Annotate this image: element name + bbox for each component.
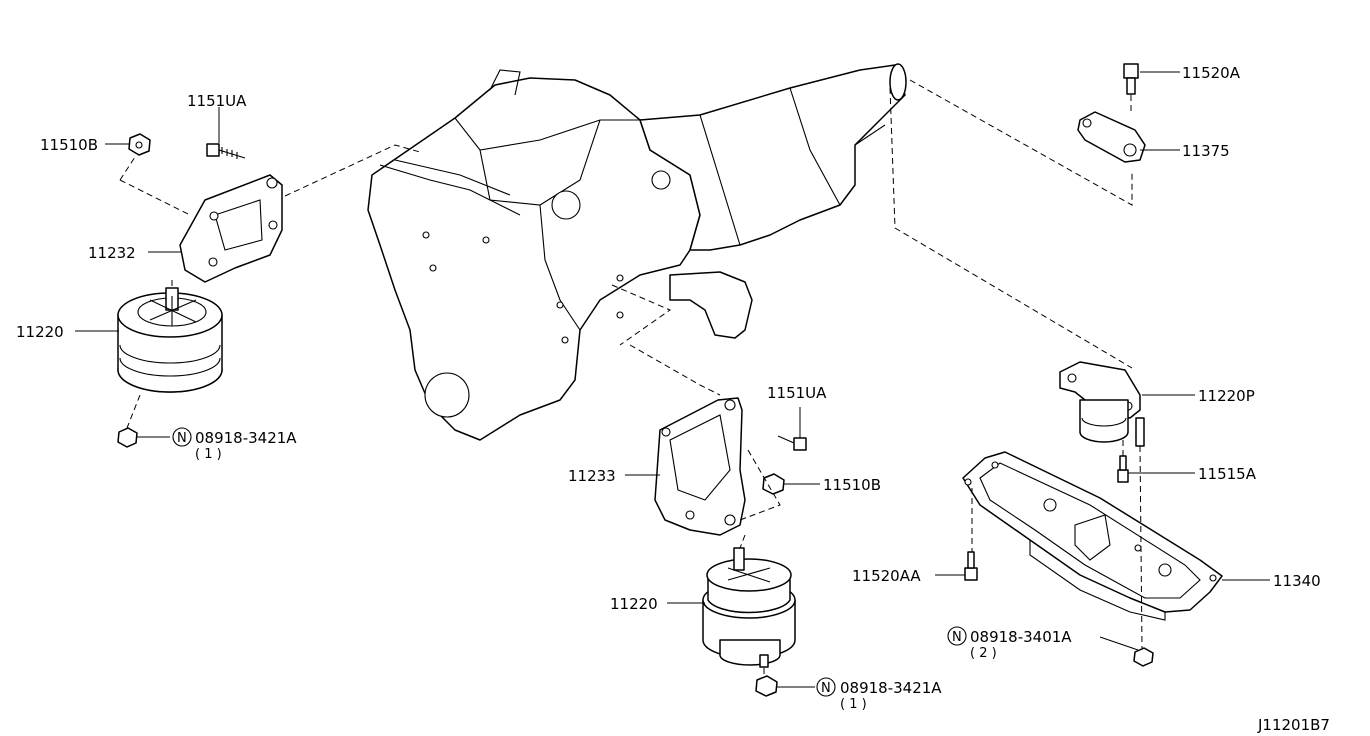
nut-icon [1133, 647, 1154, 667]
engine-mount-insulator-11220p [1059, 361, 1145, 447]
bolt-icon [964, 551, 978, 581]
callout-08918-3421a-left: 08918-3421A [195, 429, 297, 447]
qty-center-nut: ( 1 ) [840, 697, 867, 712]
callout-11233: 11233 [568, 467, 616, 485]
nut-icon [762, 473, 785, 495]
callout-11220-left: 11220 [16, 323, 64, 341]
callout-11220-center: 11220 [610, 595, 658, 613]
callout-11510b-left: 11510B [40, 136, 98, 154]
callout-11520aa: 11520AA [852, 567, 921, 585]
engine-mount-stopper-11375 [1077, 111, 1146, 163]
callout-labels: 1151UA 11510B 11232 11220 N 08918-3421A … [16, 64, 1330, 734]
engine-mount-insulator-left [117, 287, 223, 393]
nut-icon [128, 133, 151, 156]
callout-11232: 11232 [88, 244, 136, 262]
callout-11515a: 11515A [1198, 465, 1257, 483]
nut-icon [117, 427, 138, 448]
engine-mount-bracket-11233 [654, 397, 746, 536]
bolt-icon [1117, 455, 1129, 483]
qty-rear-nut: ( 2 ) [970, 646, 997, 661]
leader-lines [75, 71, 1270, 688]
qty-left-nut: ( 1 ) [195, 447, 222, 462]
engine-mount-bracket-11232 [179, 174, 283, 283]
callout-11510b-center: 11510B [823, 476, 881, 494]
callout-08918-3421a-center: 08918-3421A [840, 679, 942, 697]
bolt-icon [206, 143, 246, 159]
nut-symbol: N [821, 681, 831, 696]
nut-symbol-circle [816, 677, 836, 697]
callout-11151ua-center: 1151UA [767, 384, 827, 402]
callout-11151ua-left: 1151UA [187, 92, 247, 110]
callout-11520a: 11520A [1182, 64, 1241, 82]
nut-symbol-circle [947, 626, 967, 646]
callout-11340: 11340 [1273, 572, 1321, 590]
callout-11375: 11375 [1182, 142, 1230, 160]
engine-transmission-assembly [367, 63, 907, 441]
bolt-icon [777, 435, 807, 451]
callout-11220p: 11220P [1198, 387, 1255, 405]
nut-symbol: N [177, 431, 187, 446]
rear-crossmember-11340 [962, 451, 1223, 621]
callout-08918-3401a: 08918-3401A [970, 628, 1072, 646]
nut-symbol-circle [172, 427, 192, 447]
engine-mount-insulator-center [702, 547, 796, 668]
diagram-code: J11201B7 [1257, 716, 1330, 734]
nut-icon [755, 675, 778, 697]
assembly-lines [119, 79, 1143, 678]
nut-symbol: N [952, 630, 962, 645]
bolt-icon [1123, 63, 1139, 95]
